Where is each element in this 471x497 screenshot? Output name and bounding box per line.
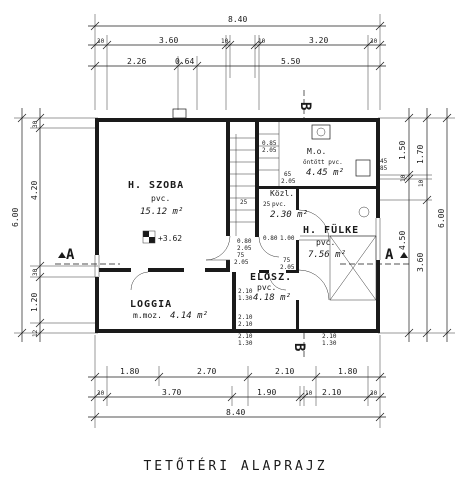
dim-right-inner-a: 1.50	[398, 141, 407, 160]
opening-o7b: 85	[380, 165, 388, 172]
dim-bottom-r1-b: 2.70	[197, 367, 216, 376]
opening-o5b: 2.05	[280, 264, 295, 271]
opening-o3b: 1.00	[280, 235, 295, 242]
room-szoba-area: 15.12 m²	[140, 207, 183, 217]
room-kozl-area: 2.30 m²	[270, 210, 308, 220]
dim-top-r2-f: 30	[370, 38, 378, 45]
opening-o2: 0.85	[262, 140, 277, 147]
room-loggia-name: LOGGIA	[130, 299, 172, 310]
room-elosz-area: 4.18 m²	[253, 293, 291, 303]
dim-top-r2-e: 3.20	[309, 36, 328, 45]
dim-left-e: 12	[32, 329, 39, 337]
opening-o4b: 2.05	[234, 259, 249, 266]
dim-left-b: 4.20	[30, 181, 39, 200]
room-loggia-area: 4.14 m²	[170, 311, 208, 321]
dim-left-c: 30	[32, 268, 39, 276]
level-symbol	[142, 230, 156, 244]
walls	[95, 108, 380, 333]
staircase	[230, 122, 280, 236]
dim-right-outer-total: 6.00	[437, 209, 446, 228]
opening-o2b: 2.05	[262, 147, 277, 154]
dim-bottom-total: 8.40	[226, 408, 245, 417]
opening-o1b: 2.05	[237, 245, 252, 252]
dim-right-outer-c: 3.60	[416, 253, 425, 272]
bath-fixtures	[300, 124, 377, 301]
window-marks	[94, 218, 381, 277]
room-kozl-floor: pvc.	[272, 201, 286, 208]
stair-label-1: 25	[240, 199, 248, 206]
dim-top-r2-c: 10	[221, 38, 229, 45]
level-mark: +3.62	[158, 234, 182, 243]
dim-left-total: 6.00	[11, 208, 20, 227]
door-swings	[130, 209, 330, 301]
room-elosz-name: ELŐSZ.	[250, 269, 292, 283]
room-szoba-floor: pvc.	[151, 194, 170, 203]
opening-o11: 2.10	[238, 333, 253, 340]
opening-o8: 2.10	[238, 288, 253, 295]
opening-o3: 0.80	[263, 235, 278, 242]
opening-o5: 75	[283, 257, 291, 264]
room-fulke-name: H. FÜLKE	[303, 222, 359, 236]
stair-label-2: 25	[263, 201, 271, 208]
dim-bottom-r2-a: 30	[97, 390, 105, 397]
opening-o7: 45	[380, 158, 388, 165]
room-loggia-floor: m.moz.	[133, 311, 162, 320]
section-b-top-label: B	[297, 102, 313, 110]
top-dimension-chains	[88, 14, 386, 110]
room-kozl-name: Közl.	[270, 189, 294, 198]
opening-o11b: 1.30	[238, 340, 253, 347]
dim-top-r2-b: 3.60	[159, 36, 178, 45]
room-fulke-area: 7.56 m²	[308, 250, 346, 260]
dim-left-a: 30	[32, 120, 39, 128]
dim-top-r2-a: 30	[97, 38, 105, 45]
room-elosz-floor: pvc.	[257, 283, 276, 292]
section-b-bottom-label: B	[291, 343, 307, 351]
dim-bottom-r1-a: 1.80	[120, 367, 139, 376]
opening-o10: 2.10	[322, 333, 337, 340]
dim-right-outer-a: 1.70	[416, 145, 425, 164]
dim-top-r3-c: 5.50	[281, 57, 300, 66]
opening-o10b: 1.30	[322, 340, 337, 347]
dim-right-inner-b: 10	[400, 174, 407, 182]
dim-top-r3-b: 0.64	[175, 57, 194, 66]
dim-left-d: 1.20	[30, 293, 39, 312]
room-mo-floor: öntött pvc.	[303, 159, 343, 166]
dim-bottom-r1-d: 1.80	[338, 367, 357, 376]
dim-bottom-r1-c: 2.10	[275, 367, 294, 376]
dim-top-r3-a: 2.26	[127, 57, 146, 66]
right-dimension-chains	[378, 108, 455, 342]
opening-o6b: 2.05	[281, 178, 296, 185]
opening-o4: 75	[237, 252, 245, 259]
drawing-caption: TETŐTÉRI ALAPRAJZ	[143, 459, 328, 474]
section-markers	[55, 90, 410, 360]
dim-right-outer-b: 10	[418, 179, 425, 187]
section-a-left-label: A	[66, 247, 75, 263]
dim-right-inner-c: 4.50	[398, 231, 407, 250]
dim-bottom-r2-f: 30	[370, 390, 378, 397]
room-mo-area: 4.45 m²	[306, 168, 344, 178]
opening-o9: 2.10	[238, 314, 253, 321]
room-fulke-floor: pvc.	[316, 238, 335, 247]
dim-top-r2-d: 10	[258, 38, 266, 45]
section-a-right-label: A	[385, 247, 394, 263]
dim-bottom-r2-d: 10	[305, 390, 313, 397]
opening-o1: 0.80	[237, 238, 252, 245]
dim-bottom-r2-e: 2.10	[322, 388, 341, 397]
dim-bottom-r2-c: 1.90	[257, 388, 276, 397]
opening-o8b: 1.30	[238, 295, 253, 302]
left-dimension-chains	[14, 108, 98, 342]
room-szoba-name: H. SZOBA	[128, 180, 184, 191]
opening-o9b: 2.10	[238, 321, 253, 328]
bottom-dimension-chains	[88, 335, 386, 428]
dim-bottom-r2-b: 3.70	[162, 388, 181, 397]
room-mo-name: M.o.	[307, 147, 326, 156]
dim-top-total: 8.40	[228, 15, 247, 24]
opening-o6: 65	[284, 171, 292, 178]
